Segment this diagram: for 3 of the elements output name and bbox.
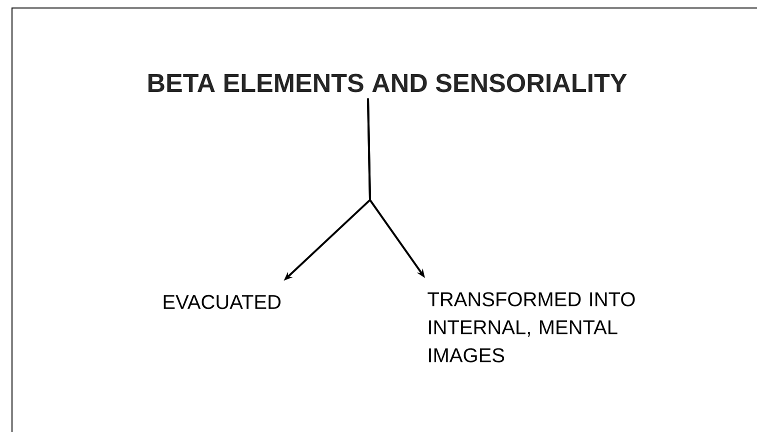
title-text: BETA ELEMENTS AND SENSORIALITY [148, 74, 627, 92]
node-text: TRANSFORMED INTO INTERNAL, MENTAL IMAGES [428, 292, 635, 362]
node-text: EVACUATED [164, 294, 281, 310]
